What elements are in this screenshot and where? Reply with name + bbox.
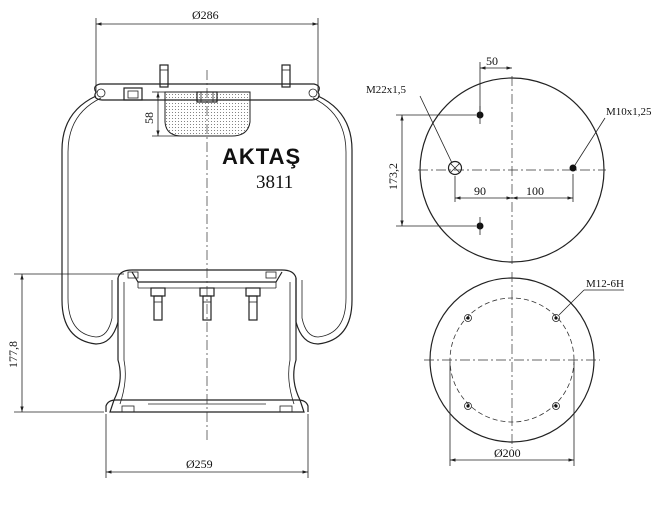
air-port-circle: [447, 160, 463, 176]
bottom-plate-view: M12-6H Ø200: [424, 272, 624, 466]
top-diameter-dimension: Ø286: [95, 8, 319, 92]
bottom-stud-right: [245, 287, 261, 321]
top-offset-label: 50: [486, 54, 498, 68]
bottom-height-dimension: 177,8: [6, 273, 124, 413]
top-stud-right: [281, 64, 291, 88]
spacing-right-label: 100: [526, 184, 544, 198]
piston-height-label: 58: [142, 112, 156, 124]
bottom-diameter-dimension: Ø259: [105, 414, 309, 478]
bottom-height-label: 177,8: [6, 341, 20, 368]
bottom-plate-diameter-label: Ø200: [494, 446, 521, 460]
top-stud-hole-right: [569, 164, 577, 172]
bottom-bolt-hole-bl: [464, 402, 472, 410]
left-bead-ring: [96, 88, 106, 98]
bottom-diameter-label: Ø259: [186, 457, 213, 471]
bump-stop: [164, 91, 251, 137]
piston-height-dimension: 58: [142, 91, 182, 137]
left-clamp-nut: [123, 87, 143, 101]
side-view: Ø286 58: [6, 8, 353, 478]
top-spacing-label: 173,2: [386, 163, 400, 190]
bellows-left-outer: [61, 95, 119, 345]
top-bead-plate: [94, 83, 320, 101]
bottom-bolt-thread-label: M12-6H: [586, 278, 624, 290]
bellows-right-outer: [295, 95, 353, 345]
spacing-left-label: 90: [474, 184, 486, 198]
model-number: 3811: [256, 172, 293, 193]
port-thread-label: M22x1,5: [366, 84, 407, 96]
brand-name: AKTAŞ: [222, 144, 301, 169]
bottom-bolt-hole-tr: [552, 314, 560, 322]
bottom-stud-left: [150, 287, 166, 321]
piston-body: [109, 269, 305, 413]
bottom-bolt-hole-tl: [464, 314, 472, 322]
bottom-bolt-hole-br: [552, 402, 560, 410]
bolt-thread-label: M10x1,25: [606, 106, 652, 118]
top-plate-view: 50 M22x1,5 M10x1,25 173,2 90 100: [366, 54, 652, 264]
top-stud-left: [159, 64, 169, 88]
right-bead-ring: [308, 88, 318, 98]
top-diameter-label: Ø286: [192, 8, 219, 22]
